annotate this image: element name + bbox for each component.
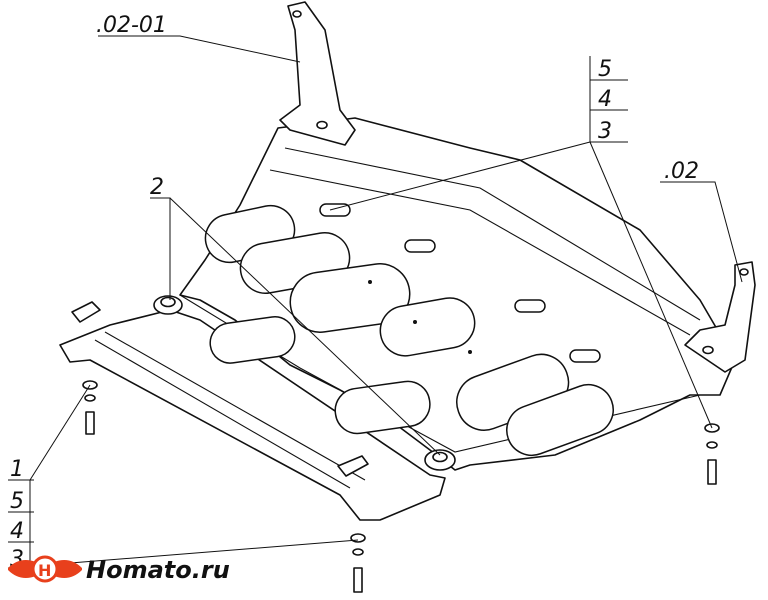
fastener-right [704,423,720,485]
bushing-right-hole [432,451,448,463]
label-stack-left-3: 4 [10,519,24,544]
lock-washer [84,394,96,402]
brand-logo[interactable]: H Homato.ru [8,555,230,584]
label-stack-right-3: 3 [598,119,612,144]
plate-rib-mid [269,169,691,336]
label-part-02: .02 [664,159,699,184]
front-crossbar [59,295,456,521]
small-slot [514,299,546,313]
brand-name: Homato.ru [86,556,230,584]
leader-lines [7,35,743,569]
crossbar-rib [94,331,366,489]
leader-2a [150,197,171,300]
bracket-02-hole-bottom [702,345,714,355]
leader-0201 [98,35,301,63]
bushing-left-hole [160,296,176,308]
slot [334,380,431,435]
bolt [353,567,363,593]
leader-02 [660,181,743,283]
label-stack-left-2: 5 [10,489,24,514]
hole [468,350,472,354]
bracket-02 [684,261,756,373]
plate-outline [179,117,736,471]
label-stack-right-1: 5 [598,57,612,82]
crossbar-tab-right [337,455,369,477]
fastener-bottom [350,533,366,593]
leader-3a [329,141,591,211]
plate-rib-upper [284,147,701,321]
label-stack-left-1: 1 [10,457,24,482]
label-part-0201: .02-01 [96,13,167,38]
slot [379,297,476,357]
bolt [707,459,717,485]
svg-text:H: H [38,561,51,580]
label-stack-right-2: 4 [598,87,612,112]
lock-washer [706,441,718,449]
leader-2b [169,197,441,456]
slot [506,383,614,457]
hole [368,280,372,284]
bracket-0201-body [279,1,356,146]
leader-left-a [29,384,91,481]
bracket-0201 [279,1,356,146]
lock-washer [352,548,364,556]
hole [413,320,417,324]
vent-slots [204,203,614,457]
bracket-0201-hole-top [292,10,302,18]
fastener-left [82,380,98,435]
callout-stack-right: 5 4 3 [590,57,628,144]
bracket-02-hole-top [739,268,749,276]
small-slot [569,349,601,363]
leader-3b [589,141,713,429]
bracket-02-body [684,261,756,373]
label-callout-2: 2 [150,175,164,200]
small-slot [404,239,436,253]
bolt [85,411,95,435]
winged-h-logo-icon: H [8,555,82,583]
bracket-0201-hole-bottom [316,120,328,130]
slot [209,316,296,364]
crossbar-tab-left [71,301,101,323]
slot [289,263,411,333]
